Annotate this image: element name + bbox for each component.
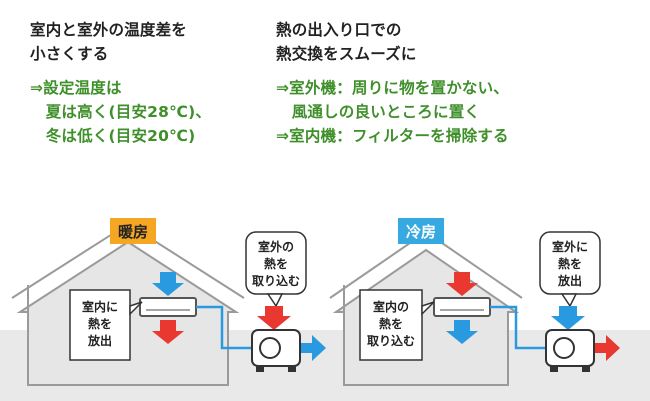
- heating-pipe: [196, 305, 252, 350]
- cooling-indoor-bubble-text: 室内の: [373, 299, 409, 314]
- cooling-outdoor-out-arrow: [595, 335, 620, 361]
- heating-cold-arrow: [152, 272, 184, 296]
- right-tip-advice-line: ⇒室内機：フィルターを掃除する: [276, 127, 509, 145]
- right-tip-heading-line: 熱の出入り口での: [276, 21, 402, 39]
- heating-label-box: [110, 218, 156, 244]
- cooling-outdoor-bubble-text: 室外に: [552, 239, 588, 254]
- heating-indoor-bubble-text: 放出: [87, 333, 112, 348]
- heating-label: 暖房: [118, 223, 148, 241]
- cooling-outdoor-in-arrow: [551, 306, 585, 330]
- heating-outdoor-in-arrow: [257, 306, 291, 330]
- cooling-pipe: [490, 305, 546, 350]
- left-tip-advice-line: 夏は高く(目安28℃)、: [30, 103, 212, 121]
- left-tip: 室内と室外の温度差を 小さくする ⇒設定温度は 夏は高く(目安28℃)、 冬は低…: [30, 18, 211, 148]
- cooling-outdoor-bubble-text: 熱を: [558, 256, 582, 271]
- heating-indoor-bubble: [69, 289, 131, 361]
- cooling-indoor-bubble-text: 熱を: [379, 316, 403, 331]
- heating-outdoor-out-arrow: [301, 335, 326, 361]
- heating-outdoor-bubble-text: 熱を: [264, 256, 288, 271]
- cooling-label-box: [398, 218, 444, 244]
- cooling-hot-arrow: [446, 272, 478, 296]
- left-tip-advice-line: ⇒設定温度は: [30, 79, 122, 97]
- heating-panel: 暖房 室内に 熱を 放出 室外の 熱を 取り込む: [11, 218, 326, 386]
- cooling-indoor-bubble-text: 取り込む: [367, 333, 415, 348]
- left-tip-heading-line: 室内と室外の温度差を: [30, 21, 188, 39]
- cooling-outdoor-bubble-text: 放出: [557, 273, 582, 288]
- heating-indoor-bubble-text: 室内に: [82, 299, 118, 314]
- cooling-indoor-bubble: [359, 289, 423, 361]
- cooling-panel: 冷房 室内の 熱を 取り込む 室外に 熱を 放出: [329, 218, 620, 386]
- heating-indoor-unit: [139, 297, 197, 317]
- cooling-cold-arrow: [446, 320, 478, 344]
- heating-indoor-bubble-text: 熱を: [88, 316, 112, 331]
- cooling-indoor-unit: [433, 297, 491, 317]
- heating-outdoor-bubble-text: 取り込む: [252, 273, 300, 288]
- left-tip-heading-line: 小さくする: [30, 45, 109, 63]
- left-tip-advice-line: 冬は低く(目安20℃): [30, 127, 196, 145]
- right-tip-advice-line: ⇒室外機：周りに物を置かない、: [276, 79, 509, 97]
- right-tip-advice-line: 風通しの良いところに置く: [276, 103, 481, 121]
- heating-outdoor-bubble-text: 室外の: [258, 239, 294, 254]
- heating-hot-arrow: [152, 320, 184, 344]
- cooling-label: 冷房: [406, 223, 436, 241]
- right-tip-heading-line: 熱交換をスムーズに: [276, 45, 417, 63]
- right-tip: 熱の出入り口での 熱交換をスムーズに ⇒室外機：周りに物を置かない、 風通しの良…: [276, 18, 509, 148]
